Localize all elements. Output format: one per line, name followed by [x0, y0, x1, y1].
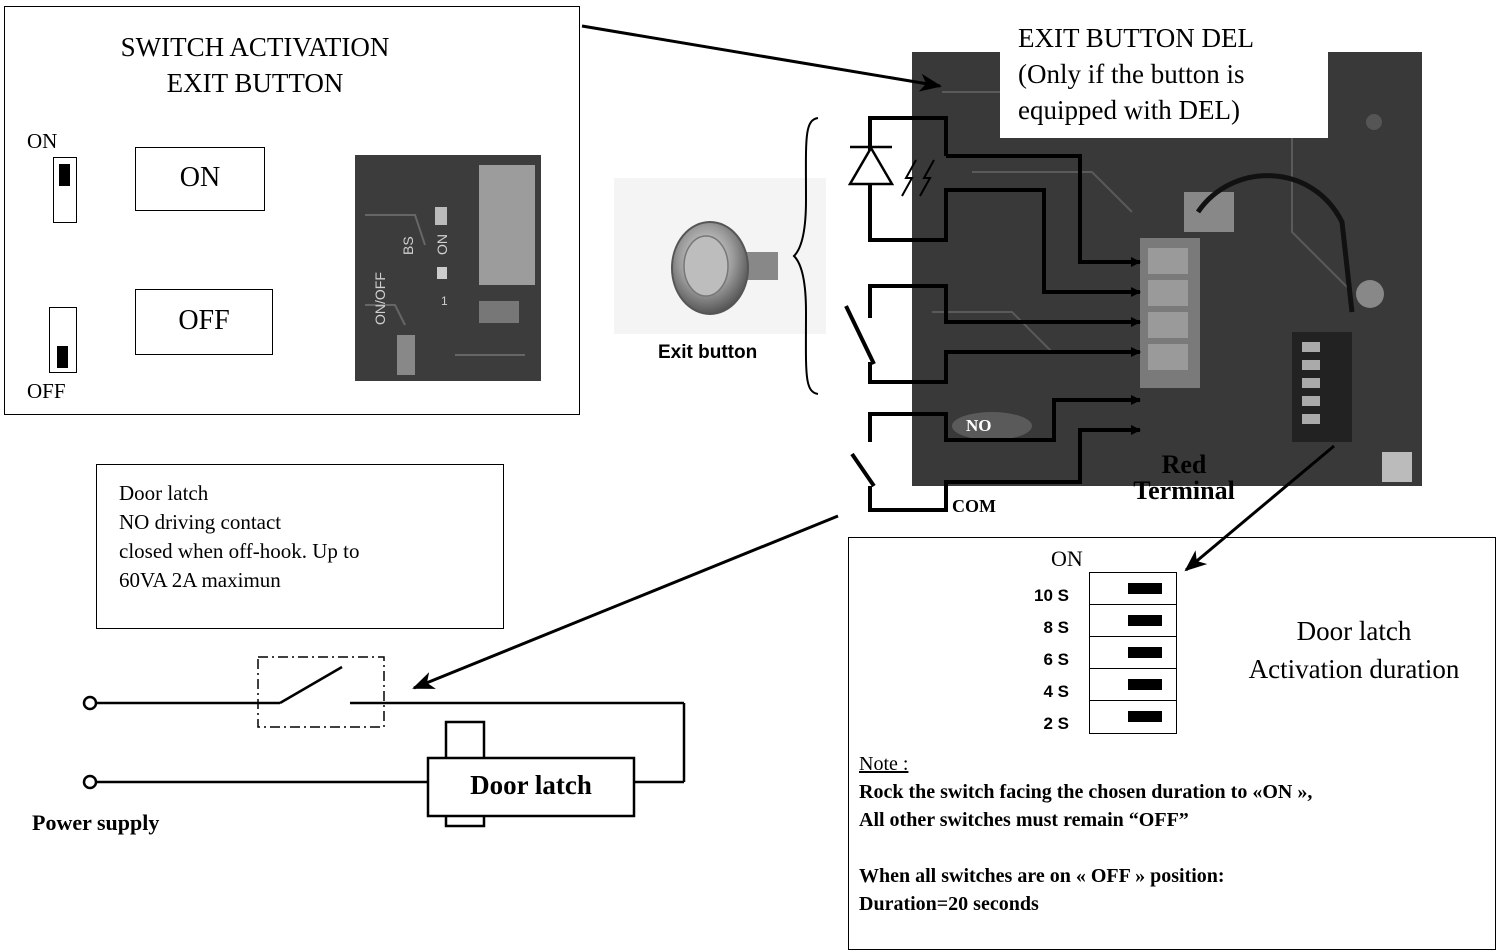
switch-dashed-box — [257, 656, 385, 728]
pointer-switch-to-pcb — [581, 24, 942, 92]
exit-button-photo — [614, 178, 826, 334]
led-diode-icon — [868, 116, 1141, 297]
exit-contact-icon — [844, 284, 1141, 384]
terminal-bottom-icon — [82, 774, 98, 790]
dip-switch-10s — [1090, 573, 1176, 605]
pcb-text-1: 1 — [441, 294, 448, 308]
relay-contact-icon — [850, 395, 1141, 512]
exit-del-line2: (Only if the button is — [1018, 59, 1245, 89]
terminal-label: Terminal — [1133, 476, 1235, 505]
wiring-diagram — [82, 656, 686, 828]
note-heading: Note : — [859, 753, 909, 775]
com-label: COM — [952, 496, 996, 516]
switch-title-line2: EXIT BUTTON — [166, 68, 344, 98]
note-line2: NO driving contact — [119, 510, 282, 534]
pcb-text-bs: BS — [400, 236, 416, 255]
dip-label-4s: 4 S — [1043, 682, 1069, 701]
pointer-dip-to-panel — [1184, 444, 1335, 572]
dip-label-2s: 2 S — [1043, 714, 1069, 733]
exit-del-line3: equipped with DEL) — [1018, 95, 1240, 125]
note-body-line4: Duration=20 seconds — [859, 893, 1039, 915]
exit-del-label: EXIT BUTTON DEL (Only if the button is e… — [1000, 20, 1328, 138]
dip-label-8s: 8 S — [1043, 618, 1069, 637]
duration-note: Note : Rock the switch facing the chosen… — [859, 750, 1489, 918]
note-line1: Door latch — [119, 481, 209, 505]
dip-labels: 10 S 8 S 6 S 4 S 2 S — [999, 580, 1069, 740]
dip-switch-4s — [1090, 669, 1176, 701]
dip-switch-6s — [1090, 637, 1176, 669]
terminal-top-icon — [82, 695, 98, 711]
switch-activation-panel: SWITCH ACTIVATION EXIT BUTTON ON ON OFF … — [4, 6, 580, 415]
brace-icon — [792, 117, 819, 395]
note-line4: 60VA 2A maximun — [119, 568, 281, 592]
on-box: ON — [135, 147, 265, 211]
off-box: OFF — [135, 289, 273, 355]
switch-panel-title: SWITCH ACTIVATION EXIT BUTTON — [105, 29, 405, 101]
pcb-text-onoff: ON/OFF — [372, 272, 388, 325]
duration-title-line1: Door latch — [1296, 616, 1412, 646]
switch-title-line1: SWITCH ACTIVATION — [120, 32, 390, 62]
pointer-com-to-switch — [412, 514, 839, 690]
exit-button-image — [671, 221, 778, 315]
exit-del-line1: EXIT BUTTON DEL — [1018, 23, 1254, 53]
note-body-line2: All other switches must remain “OFF” — [859, 809, 1189, 831]
no-label: NO — [966, 416, 992, 435]
toggle-off-icon — [49, 307, 77, 373]
red-label: Red — [1161, 450, 1207, 479]
dip-switch-2s — [1090, 701, 1176, 733]
on-box-label: ON — [179, 162, 221, 193]
dip-switch-block — [1089, 572, 1177, 734]
pcb-switch-detail: ON/OFF BS ON 1 — [355, 155, 541, 381]
pcb-switch-photo: ON/OFF BS ON 1 — [355, 155, 541, 381]
duration-title: Door latch Activation duration — [1219, 612, 1489, 688]
dip-label-10s: 10 S — [1034, 586, 1069, 605]
dip-label-6s: 6 S — [1043, 650, 1069, 669]
duration-panel: ON 10 S 8 S 6 S 4 S 2 S Door latch Activ… — [848, 537, 1496, 950]
door-latch-note: Door latch NO driving contact closed whe… — [96, 464, 504, 629]
duration-title-line2: Activation duration — [1248, 654, 1460, 684]
red-terminal-label: Red Terminal — [1104, 452, 1264, 504]
door-latch-box — [426, 756, 636, 818]
dip-on-label: ON — [1051, 546, 1083, 571]
off-box-label: OFF — [178, 305, 230, 336]
note-body-line3: When all switches are on « OFF » positio… — [859, 865, 1225, 887]
exit-button-label: Exit button — [658, 342, 758, 363]
note-body-line1: Rock the switch facing the chosen durati… — [859, 781, 1313, 803]
on-small-label: ON — [27, 129, 58, 153]
off-small-label: OFF — [27, 379, 66, 403]
note-line3: closed when off-hook. Up to — [119, 539, 360, 563]
pcb-text-on: ON — [434, 234, 450, 255]
dip-switch-8s — [1090, 605, 1176, 637]
power-supply-label: Power supply — [32, 810, 160, 835]
toggle-on-icon — [53, 157, 77, 223]
door-latch-label: Door latch — [470, 770, 592, 800]
